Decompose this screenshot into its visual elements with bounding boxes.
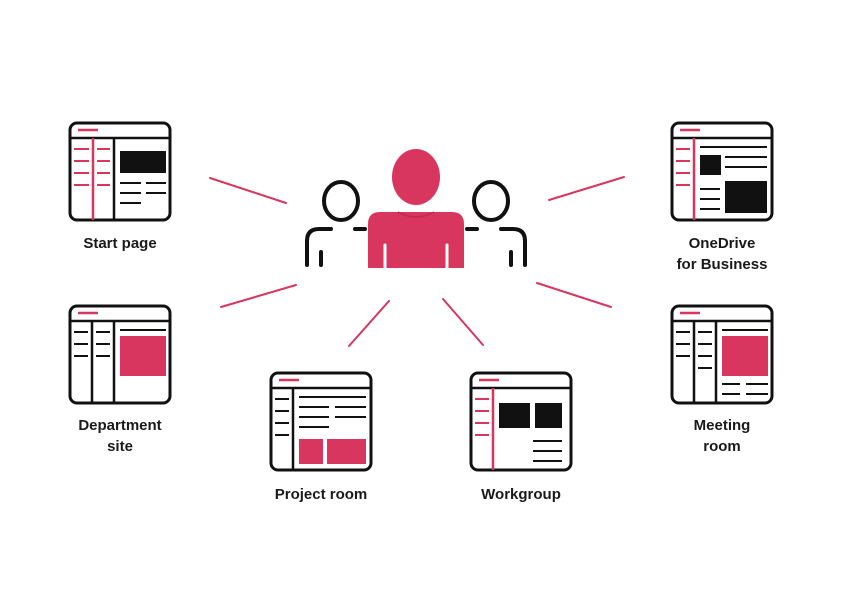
label-meeting-room-line2: room xyxy=(703,438,741,455)
label-project-room: Project room xyxy=(221,484,421,505)
start-page-window-icon xyxy=(68,121,172,222)
meeting-room-window-icon xyxy=(670,304,774,405)
connector-workgroup xyxy=(442,298,484,346)
department-site-window-icon xyxy=(68,304,172,405)
label-workgroup-line1: Workgroup xyxy=(481,486,561,503)
label-workgroup: Workgroup xyxy=(421,484,621,505)
label-project-room-line1: Project room xyxy=(274,486,368,503)
center-person-icon xyxy=(368,149,464,268)
label-department-site-line1: Department xyxy=(78,417,162,434)
left-person-icon xyxy=(305,180,367,267)
connector-meeting-room xyxy=(536,282,612,308)
label-meeting-room-line1: Meeting xyxy=(693,417,751,434)
label-meeting-room: Meeting room xyxy=(622,415,822,457)
connector-department-site xyxy=(220,284,297,308)
workgroup-window-icon xyxy=(469,371,573,472)
label-start-page: Start page xyxy=(20,233,220,254)
label-onedrive-line2: for Business xyxy=(676,256,768,273)
people-group-icon xyxy=(305,149,527,270)
connector-onedrive xyxy=(548,176,625,201)
connector-project-room xyxy=(348,300,390,347)
label-onedrive: OneDrive for Business xyxy=(622,233,822,275)
label-department-site-line2: site xyxy=(107,438,133,455)
connectors xyxy=(209,176,625,347)
onedrive-window-icon xyxy=(670,121,774,222)
project-room-window-icon xyxy=(269,371,373,472)
label-department-site: Department site xyxy=(20,415,220,457)
label-start-page-line1: Start page xyxy=(83,235,157,252)
right-person-icon xyxy=(465,180,527,267)
label-onedrive-line1: OneDrive xyxy=(688,235,756,252)
connector-start-page xyxy=(209,177,287,204)
